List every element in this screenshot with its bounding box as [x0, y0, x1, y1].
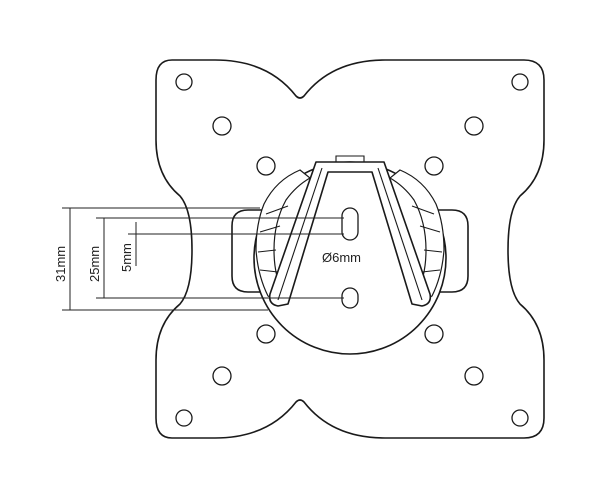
rib-line-left-1 — [265, 205, 289, 215]
vesa-hole-outer-tl — [212, 116, 232, 136]
dimension-inner — [128, 222, 344, 266]
v-bracket — [268, 161, 432, 307]
label-outer-dimension: 31mm — [53, 246, 68, 282]
vesa-hole-outer-tr — [464, 116, 484, 136]
hub-top-notch — [335, 155, 365, 162]
dimension-middle — [96, 217, 344, 299]
dimension-outer — [62, 207, 268, 311]
label-inner-dimension: 5mm — [119, 243, 134, 272]
label-middle-dimension: 25mm — [87, 246, 102, 282]
rib-line-right-2 — [419, 225, 441, 233]
corner-hole-bottom-left — [175, 409, 193, 427]
v-bracket-inner-right — [377, 167, 423, 301]
rib-line-left-4 — [259, 269, 279, 273]
rib-line-left-2 — [259, 225, 281, 233]
vesa-hole-inner-tr — [424, 156, 444, 176]
corner-hole-top-right — [511, 73, 529, 91]
corner-hole-bottom-right — [511, 409, 529, 427]
slot-top — [341, 207, 359, 241]
rib-line-right-4 — [421, 269, 441, 273]
vesa-hole-outer-br — [464, 366, 484, 386]
corner-hole-top-left — [175, 73, 193, 91]
slot-bottom — [341, 287, 359, 309]
rib-line-right-3 — [423, 249, 443, 253]
vesa-hole-inner-bl — [256, 324, 276, 344]
vesa-hole-inner-tl — [256, 156, 276, 176]
rib-line-left-3 — [257, 249, 277, 253]
vesa-hole-outer-bl — [212, 366, 232, 386]
label-hole-diameter: Ø6mm — [322, 250, 361, 265]
rib-line-right-1 — [411, 205, 435, 215]
vesa-hole-inner-br — [424, 324, 444, 344]
